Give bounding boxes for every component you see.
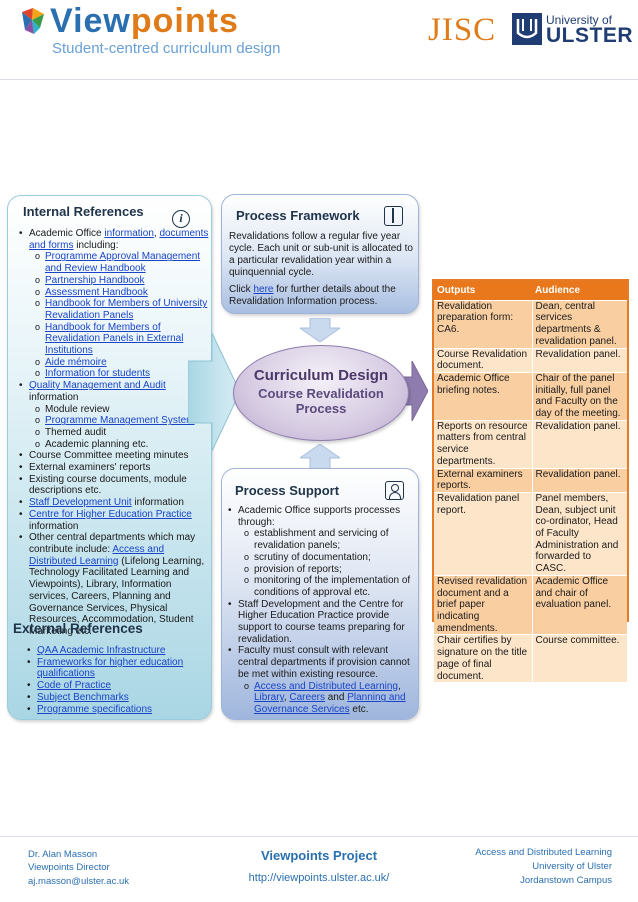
external-references-list: QAA Academic Infrastructure Frameworks f… (27, 645, 207, 715)
framework-paragraph: Revalidations follow a regular five year… (229, 231, 413, 278)
logo-subtitle: Student-centred curriculum design (52, 40, 281, 57)
access-distributed-learning-link[interactable]: Access and Distributed Learning (29, 543, 165, 567)
footer-url-link[interactable]: http://viewpoints.ulster.ac.uk/ (248, 872, 390, 884)
list-item: Staff Development Unit information (19, 497, 209, 509)
external-references-title: External References (13, 621, 143, 636)
internal-references-list: Academic Office information, documents a… (19, 228, 209, 638)
list-item: Other central departments which may cont… (19, 532, 209, 637)
programme-management-system-link[interactable]: Programme Management System (45, 415, 195, 427)
footer-email[interactable]: aj.masson@ulster.ac.uk (28, 876, 129, 887)
column-header-audience: Audience (532, 281, 627, 301)
staff-development-unit-link[interactable]: Staff Development Unit (29, 497, 132, 509)
process-framework-box (221, 194, 419, 314)
footer-role: Viewpoints Director (28, 862, 110, 873)
arrow-down-icon (300, 318, 340, 342)
person-icon (385, 481, 404, 500)
process-framework-title: Process Framework (236, 208, 360, 223)
arrow-left-to-core-icon (188, 333, 240, 451)
programme-approval-handbook-link[interactable]: Programme Approval Management and Review… (45, 251, 201, 275)
table-row: Course Revalidation document.Revalidatio… (434, 347, 627, 373)
ulster-label: ULSTER (546, 24, 633, 47)
programme-specifications-link[interactable]: Programme specifications (37, 703, 153, 715)
qaa-academic-infrastructure-link[interactable]: QAA Academic Infrastructure (37, 645, 166, 656)
table-row: Chair certifies by signature on the titl… (434, 634, 627, 683)
list-item: External examiners' reports (19, 462, 209, 474)
table-row: Revalidation panel report.Panel members,… (434, 491, 627, 576)
core-title: Curriculum Design (253, 367, 389, 384)
info-icon: i (172, 210, 190, 228)
subject-benchmarks-link[interactable]: Subject Benchmarks (37, 691, 129, 703)
viewpoints-logo-icon (22, 8, 44, 34)
table-row: Revalidation preparation form: CA6.Dean,… (434, 299, 627, 349)
list-item: Centre for Higher Education Practice inf… (19, 509, 209, 532)
table-row: External examiners reports.Revalidation … (434, 467, 627, 493)
frameworks-qualifications-link[interactable]: Frameworks for higher education qualific… (37, 656, 184, 680)
table-row: Academic Office briefing notes.Chair of … (434, 371, 627, 421)
list-item: Course Committee meeting minutes (19, 450, 209, 462)
list-item: Academic Office supports processes throu… (228, 505, 414, 599)
table-row: Revised revalidation document and a brie… (434, 574, 627, 635)
adl-link[interactable]: Access and Distributed Learning (254, 680, 398, 692)
viewpoints-logo-title: Viewpoints (50, 2, 239, 40)
centre-higher-education-practice-link[interactable]: Centre for Higher Education Practice (29, 508, 192, 520)
page-header: Viewpoints Student-centred curriculum de… (0, 0, 638, 80)
academic-office-information-link[interactable]: information (104, 228, 154, 239)
table-row: Reports on resource matters from central… (434, 419, 627, 469)
jisc-logo: JISC (428, 12, 497, 48)
footer-name: Dr. Alan Masson (28, 849, 98, 860)
arrow-up-icon (300, 444, 340, 470)
information-for-students-link[interactable]: Information for students (45, 368, 151, 380)
list-item: Quality Management and Audit information… (19, 380, 209, 450)
university-of-label: University of (546, 13, 613, 27)
list-item: Faculty must consult with relevant centr… (228, 645, 414, 715)
footer-campus: Jordanstown Campus (520, 875, 612, 886)
partnership-handbook-link[interactable]: Partnership Handbook (45, 274, 145, 286)
library-link[interactable]: Library (254, 692, 284, 704)
list-item: Academic Office information, documents a… (19, 228, 209, 380)
curriculum-design-core (233, 345, 409, 441)
process-framework-text: Revalidations follow a regular five year… (229, 231, 414, 313)
ulster-crest-icon (512, 13, 542, 45)
column-header-outputs: Outputs (434, 281, 532, 301)
footer-dept: Access and Distributed Learning (475, 847, 612, 858)
process-support-title: Process Support (235, 483, 340, 498)
planning-governance-link[interactable]: Planning and Governance Services (254, 692, 406, 715)
internal-references-title: Internal References (23, 204, 144, 219)
process-support-list: Academic Office supports processes throu… (228, 505, 414, 716)
list-item: Existing course documents, module descri… (19, 474, 209, 497)
framework-paragraph: Click here for further details about the… (229, 284, 396, 307)
page-footer (0, 836, 638, 902)
university-revalidation-panels-handbook-link[interactable]: Handbook for Members of University Reval… (45, 298, 208, 321)
footer-university: University of Ulster (532, 861, 612, 872)
assessment-handbook-link[interactable]: Assessment Handbook (45, 286, 148, 298)
outputs-audience-table: Outputs Audience Revalidation preparatio… (432, 279, 629, 683)
footer-project-title: Viewpoints Project (260, 848, 378, 863)
quality-management-audit-link[interactable]: Quality Management and Audit (29, 380, 166, 392)
list-item: Staff Development and the Centre for Hig… (228, 599, 414, 646)
here-link[interactable]: here (253, 284, 274, 295)
careers-link[interactable]: Careers (289, 692, 325, 704)
aide-memoire-link[interactable]: Aide mémoire (45, 356, 107, 368)
external-revalidation-panels-handbook-link[interactable]: Handbook for Members of Revalidation Pan… (45, 321, 184, 357)
document-icon (384, 206, 403, 226)
documents-and-forms-link[interactable]: documents and forms (29, 228, 209, 251)
code-of-practice-link[interactable]: Code of Practice (37, 680, 111, 692)
